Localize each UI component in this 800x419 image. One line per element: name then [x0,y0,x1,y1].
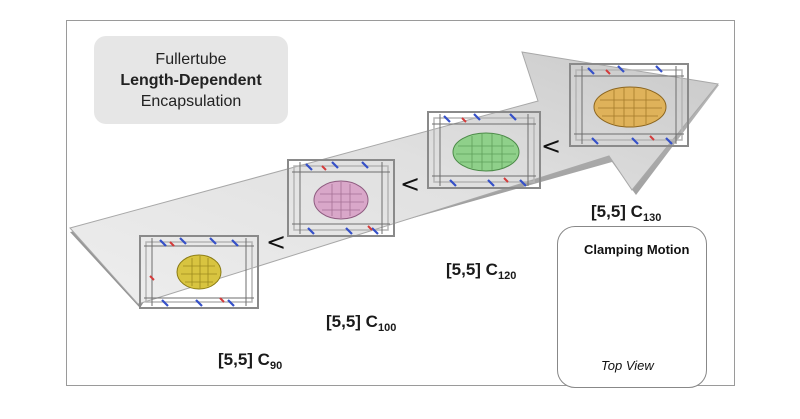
title-line-3: Encapsulation [140,92,242,110]
inset-caption: Top View [601,358,654,373]
cage-c130 [569,63,689,147]
label-c130: [5,5] C130 [588,202,665,224]
less-than-2: < [400,170,420,198]
fullertube-c120 [452,132,520,172]
less-than-1: < [266,228,286,256]
label-c100: [5,5] C100 [326,312,397,334]
title-line-2: Length-Dependent [120,71,262,89]
label-c90: [5,5] C90 [218,350,283,372]
inset-title: Clamping Motion [584,242,690,257]
title-box: Fullertube Length-Dependent Encapsulatio… [94,36,288,124]
cage-c90 [139,235,259,309]
cage-c120 [427,111,541,189]
fullertube-c130 [593,86,667,128]
clamping-inset [557,226,707,388]
title-line-1: Fullertube [155,50,227,68]
fullertube-c90 [176,254,222,290]
cage-c100 [287,159,395,237]
label-c120: [5,5] C120 [446,260,517,282]
less-than-3: < [541,132,561,160]
